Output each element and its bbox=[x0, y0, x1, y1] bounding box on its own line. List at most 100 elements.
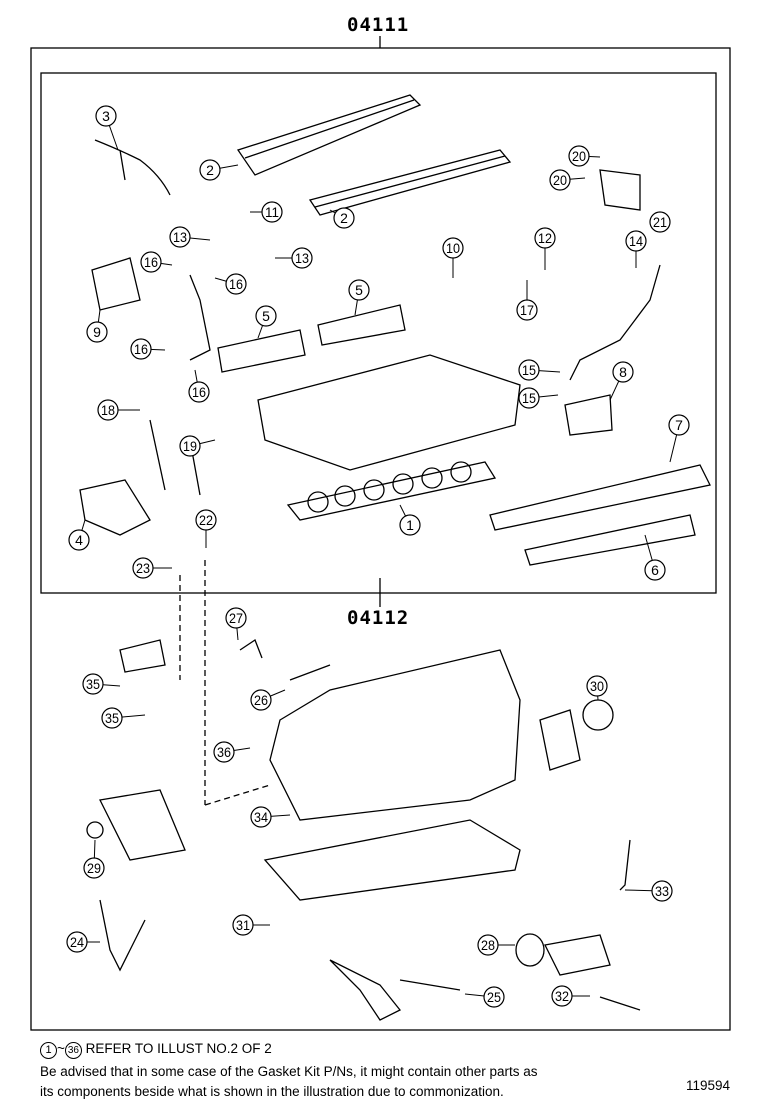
callout-circle bbox=[82, 673, 104, 695]
callout-number: 30 bbox=[590, 678, 604, 694]
callout-11: 11 bbox=[250, 201, 283, 223]
callout-circle bbox=[518, 387, 540, 409]
callout-circle bbox=[169, 226, 191, 248]
callout-circle bbox=[255, 305, 277, 327]
callout-number: 28 bbox=[481, 937, 495, 953]
callout-number: 13 bbox=[173, 229, 187, 245]
timing-cover-gasket bbox=[99, 789, 186, 861]
callout-3: 3 bbox=[95, 105, 119, 151]
valves bbox=[149, 419, 201, 496]
callout-number: 19 bbox=[183, 438, 197, 454]
callout-number: 14 bbox=[629, 233, 643, 249]
callout-number: 8 bbox=[619, 364, 627, 380]
callout-circle bbox=[333, 207, 355, 229]
callout-number: 20 bbox=[572, 148, 586, 164]
callout-circle bbox=[95, 105, 117, 127]
callout-2: 2 bbox=[329, 207, 355, 229]
callout-circle bbox=[188, 381, 210, 403]
callout-circle bbox=[179, 435, 201, 457]
callout-circle bbox=[644, 559, 666, 581]
kit-title-04111: 04111 bbox=[343, 14, 414, 36]
callout-circle bbox=[132, 557, 154, 579]
callout-35: 35 bbox=[82, 673, 121, 695]
callout-24: 24 bbox=[66, 931, 100, 953]
callout-circle bbox=[195, 509, 217, 531]
callout-circle bbox=[612, 361, 634, 383]
callout-15: 15 bbox=[518, 387, 559, 409]
callout-5: 5 bbox=[255, 305, 277, 339]
sensor-27 bbox=[239, 639, 263, 659]
callout-number: 21 bbox=[653, 214, 667, 230]
intake-manifold-gasket bbox=[489, 464, 711, 531]
callout-circle bbox=[199, 159, 221, 181]
callout-13: 13 bbox=[275, 247, 313, 269]
callout-4: 4 bbox=[68, 519, 90, 551]
callout-33: 33 bbox=[624, 880, 673, 902]
throttle-body-gasket bbox=[564, 394, 613, 436]
callout-circle bbox=[534, 227, 556, 249]
callout-number: 23 bbox=[136, 560, 150, 576]
exhaust-manifold-gasket bbox=[217, 329, 306, 373]
callout-20: 20 bbox=[549, 169, 586, 191]
callout-circle bbox=[83, 857, 105, 879]
callout-number: 5 bbox=[262, 308, 270, 324]
callout-circle bbox=[250, 806, 272, 828]
callout-35: 35 bbox=[101, 707, 146, 729]
callout-36: 36 bbox=[213, 741, 251, 763]
callout-number: 5 bbox=[355, 282, 363, 298]
outlet-gasket-35 bbox=[119, 639, 166, 673]
callout-circle bbox=[348, 279, 370, 301]
callout-number: 7 bbox=[675, 417, 683, 433]
cylinder-head-gasket bbox=[286, 461, 497, 521]
callout-number: 24 bbox=[70, 934, 84, 950]
callout-circle bbox=[586, 675, 608, 697]
callout-20: 20 bbox=[568, 145, 601, 167]
callout-circle bbox=[232, 914, 254, 936]
callout-circle bbox=[483, 986, 505, 1008]
camshaft-seal-26 bbox=[289, 664, 331, 681]
callout-circle bbox=[225, 607, 247, 629]
callout-12: 12 bbox=[534, 227, 556, 270]
callout-34: 34 bbox=[250, 806, 291, 828]
callout-number: 2 bbox=[340, 210, 348, 226]
callout-23: 23 bbox=[132, 557, 172, 579]
callout-8: 8 bbox=[609, 361, 634, 401]
callout-number: 22 bbox=[199, 512, 213, 528]
callout-2: 2 bbox=[199, 159, 239, 181]
callout-9: 9 bbox=[86, 309, 108, 343]
callout-number: 32 bbox=[555, 988, 569, 1004]
callout-circle bbox=[625, 230, 647, 252]
callout-7: 7 bbox=[668, 414, 690, 463]
callout-number: 29 bbox=[87, 860, 101, 876]
callout-number: 11 bbox=[265, 204, 279, 220]
callout-number: 15 bbox=[522, 390, 536, 406]
callout-17: 17 bbox=[516, 280, 538, 321]
range-separator: ~ bbox=[57, 1041, 65, 1056]
callout-number: 10 bbox=[446, 240, 460, 256]
advisory-line-2: its components beside what is shown in t… bbox=[40, 1084, 504, 1099]
callout-circle bbox=[551, 985, 573, 1007]
callout-number: 27 bbox=[229, 610, 243, 626]
callout-number: 16 bbox=[229, 276, 243, 292]
callout-circle bbox=[86, 321, 108, 343]
oil-seal-30 bbox=[582, 699, 614, 731]
seal-29 bbox=[86, 821, 104, 839]
callout-number: 16 bbox=[192, 384, 206, 400]
callout-number: 36 bbox=[217, 744, 231, 760]
water-outlet bbox=[79, 479, 151, 536]
callout-circle bbox=[261, 201, 283, 223]
callout-circle bbox=[130, 338, 152, 360]
callout-18: 18 bbox=[97, 399, 140, 421]
callout-number: 6 bbox=[651, 562, 659, 578]
callout-circle bbox=[477, 934, 499, 956]
callout-22: 22 bbox=[195, 509, 217, 548]
callout-number: 15 bbox=[522, 362, 536, 378]
callout-number: 17 bbox=[520, 302, 534, 318]
callout-5: 5 bbox=[348, 279, 370, 316]
callout-29: 29 bbox=[83, 839, 105, 879]
intake-manifold-gasket-2 bbox=[524, 514, 696, 566]
callout-circle bbox=[213, 741, 235, 763]
callout-28: 28 bbox=[477, 934, 515, 956]
callout-16: 16 bbox=[140, 251, 173, 273]
callout-number: 35 bbox=[86, 676, 100, 692]
